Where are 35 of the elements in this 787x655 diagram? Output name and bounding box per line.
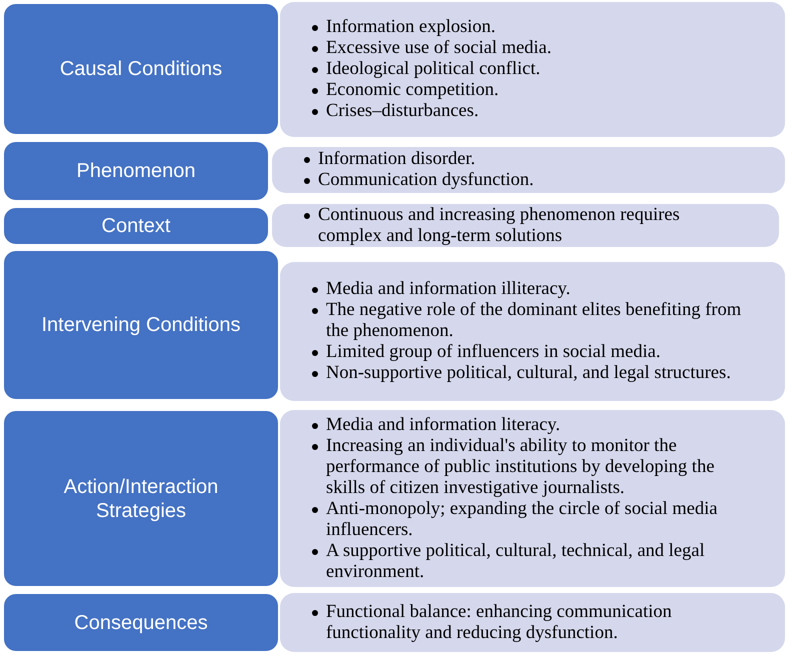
bullet-text: Media and information literacy. (326, 414, 560, 434)
details-panel (280, 262, 785, 401)
category-heading: Phenomenon (76, 159, 196, 183)
details-panel (272, 147, 785, 193)
category-box (2, 249, 280, 401)
category-heading: Causal Conditions (58, 57, 224, 81)
bullet-text: Continuous and increasing phenomenon requires complex and long-term solutions (318, 204, 680, 246)
bullet-text: Economic competition. (326, 80, 499, 100)
details-panel (272, 204, 779, 247)
bullet-text: Limited group of influencers in social media. (326, 342, 660, 362)
bullet-text: Non-supportive political, cultural, and legal structures. (326, 363, 731, 383)
bullet-text: Ideological political conflict. (326, 59, 540, 79)
bullet-text: Media and information illiteracy. (326, 279, 570, 299)
category-heading: Context (100, 214, 172, 238)
bullet-text: Crises–disturbances. (326, 101, 479, 121)
details-panel (280, 593, 785, 652)
category-box (2, 409, 280, 588)
bullet-text: Functional balance: enhancing communication functionality and reducing dysfunction. (326, 602, 672, 642)
category-heading: Intervening Conditions (40, 313, 242, 337)
category-box (2, 140, 270, 202)
bullet-text: Excessive use of social media. (326, 38, 552, 58)
bullet-text: Information disorder. (318, 149, 476, 169)
bullet-text: Communication dysfunction. (318, 170, 534, 190)
category-box (2, 592, 280, 653)
category-heading: Action/Interaction Strategies (62, 474, 220, 522)
category-heading: Consequences (73, 610, 209, 634)
bullet-text: Information explosion. (326, 17, 496, 37)
details-panel (280, 2, 785, 137)
bullet-text: The negative role of the dominant elites benefiting from the phenomenon. (326, 300, 742, 341)
category-box (2, 206, 270, 246)
details-panel (280, 410, 785, 587)
category-box (2, 2, 280, 136)
bullet-text: Anti-monopoly; expanding the circle of social media influencers. (326, 498, 718, 540)
bullet-text: A supportive political, cultural, technical, and legal environment. (326, 540, 705, 582)
bullet-text: Increasing an individual's ability to monitor the performance of public institutions by developing the skills of citizen investigative journalists. (326, 436, 714, 498)
